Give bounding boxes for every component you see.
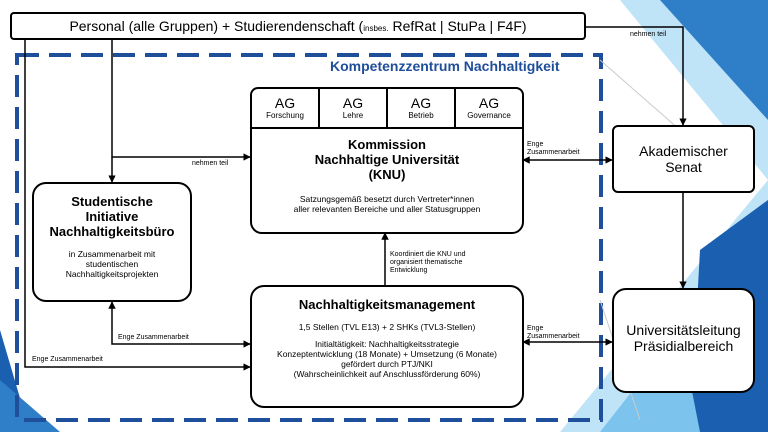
knu-desc-2: aller relevanten Bereiche und aller Stat…: [293, 204, 481, 214]
label-enge-knu-1: Enge: [527, 141, 544, 148]
ag-sub: Governance: [467, 111, 511, 120]
universitaetsleitung-box: Universitätsleitung Präsidialbereich: [612, 288, 755, 393]
nm-line-3: gefördert durch PTJ/NKI: [341, 359, 433, 369]
ag-sub: Forschung: [266, 111, 304, 120]
label-enge-nm-2: Zusammenarbeit: [527, 333, 580, 340]
ag-title: AG: [478, 95, 500, 111]
knu-title-2: Nachhaltige Universität: [314, 152, 460, 167]
ag-lehre: AG Lehre: [318, 87, 388, 129]
nm-line-4: (Wahrscheinlichkeit auf Anschlussförderu…: [293, 369, 481, 379]
ag-title: AG: [274, 95, 296, 111]
senat-line-1: Akademischer: [639, 143, 728, 159]
nm-line-2: Konzeptentwicklung (18 Monate) + Umsetzu…: [277, 349, 497, 359]
student-desc-2: studentischen: [85, 259, 139, 269]
ag-sub: Betrieb: [408, 111, 434, 120]
label-koord-3: Entwicklung: [390, 267, 428, 274]
student-title-2: Initiative: [85, 209, 139, 224]
ag-betrieb: AG Betrieb: [386, 87, 456, 129]
knu-box: Kommission Nachhaltige Universität (KNU)…: [250, 127, 524, 234]
label-koord-2: organisiert thematische: [390, 259, 463, 266]
label-enge-student: Enge Zusammenarbeit: [118, 334, 189, 341]
nm-staff: 1,5 Stellen (TVL E13) + 2 SHKs (TVL3-Ste…: [298, 322, 476, 332]
arrow-student-nm: [108, 301, 251, 348]
ag-governance: AG Governance: [454, 87, 524, 129]
senat-line-2: Senat: [665, 159, 702, 175]
label-nehmen-teil-top: nehmen teil: [630, 31, 667, 38]
ag-title: AG: [342, 95, 364, 111]
nm-line-1: Initialtätigkeit: Nachhaltigkeitsstrateg…: [314, 339, 460, 349]
deco-line: [599, 59, 681, 131]
nachhaltigkeitsmanagement-box: Nachhaltigkeitsmanagement 1,5 Stellen (T…: [250, 285, 524, 408]
label-enge-personal: Enge Zusammenarbeit: [32, 356, 103, 363]
student-title-3: Nachhaltigkeitsbüro: [49, 224, 175, 239]
ag-title: AG: [410, 95, 432, 111]
leitung-line-1: Universitätsleitung: [626, 322, 741, 338]
personal-box: Personal (alle Gruppen) + Studierendensc…: [10, 12, 586, 40]
akademischer-senat-box: Akademischer Senat: [612, 125, 755, 193]
label-nehmen-teil-mid: nehmen teil: [192, 160, 229, 167]
knu-title-1: Kommission: [347, 137, 426, 152]
student-desc-3: Nachhaltigkeitsprojekten: [65, 269, 159, 279]
label-enge-nm: Enge Zusammenarbeit: [527, 325, 580, 341]
zone-title: Kompetenzzentrum Nachhaltigkeit: [330, 58, 560, 74]
arrow-personal-knu: [111, 40, 251, 161]
label-koord-1: Koordiniert die KNU und: [390, 251, 466, 258]
nm-title: Nachhaltigkeitsmanagement: [298, 297, 476, 312]
label-enge-nm-1: Enge: [527, 325, 544, 332]
ag-forschung: AG Forschung: [250, 87, 320, 129]
student-title-1: Studentische: [71, 194, 153, 209]
arrow-personal-senat: [586, 26, 687, 126]
leitung-line-2: Präsidialbereich: [633, 338, 734, 354]
bg-shape-top-right: [660, 0, 768, 120]
knu-title-3: (KNU): [368, 167, 406, 182]
ag-sub: Lehre: [342, 111, 364, 120]
student-desc-1: in Zusammenarbeit mit: [68, 249, 156, 259]
label-enge-knu-2: Zusammenarbeit: [527, 149, 580, 156]
label-koordiniert: Koordiniert die KNU und organisiert them…: [390, 251, 466, 275]
personal-insbes-text: insbes.: [363, 24, 389, 33]
label-enge-knu: Enge Zusammenarbeit: [527, 141, 580, 157]
student-initiative-box: Studentische Initiative Nachhaltigkeitsb…: [32, 182, 192, 302]
personal-main-text: Personal (alle Gruppen) + Studierendensc…: [69, 18, 364, 34]
personal-groups-text: RefRat | StuPa | F4F): [388, 18, 527, 34]
competence-zone-border: [15, 53, 603, 422]
knu-desc-1: Satzungsgemäß besetzt durch Vertreter*in…: [299, 194, 475, 204]
